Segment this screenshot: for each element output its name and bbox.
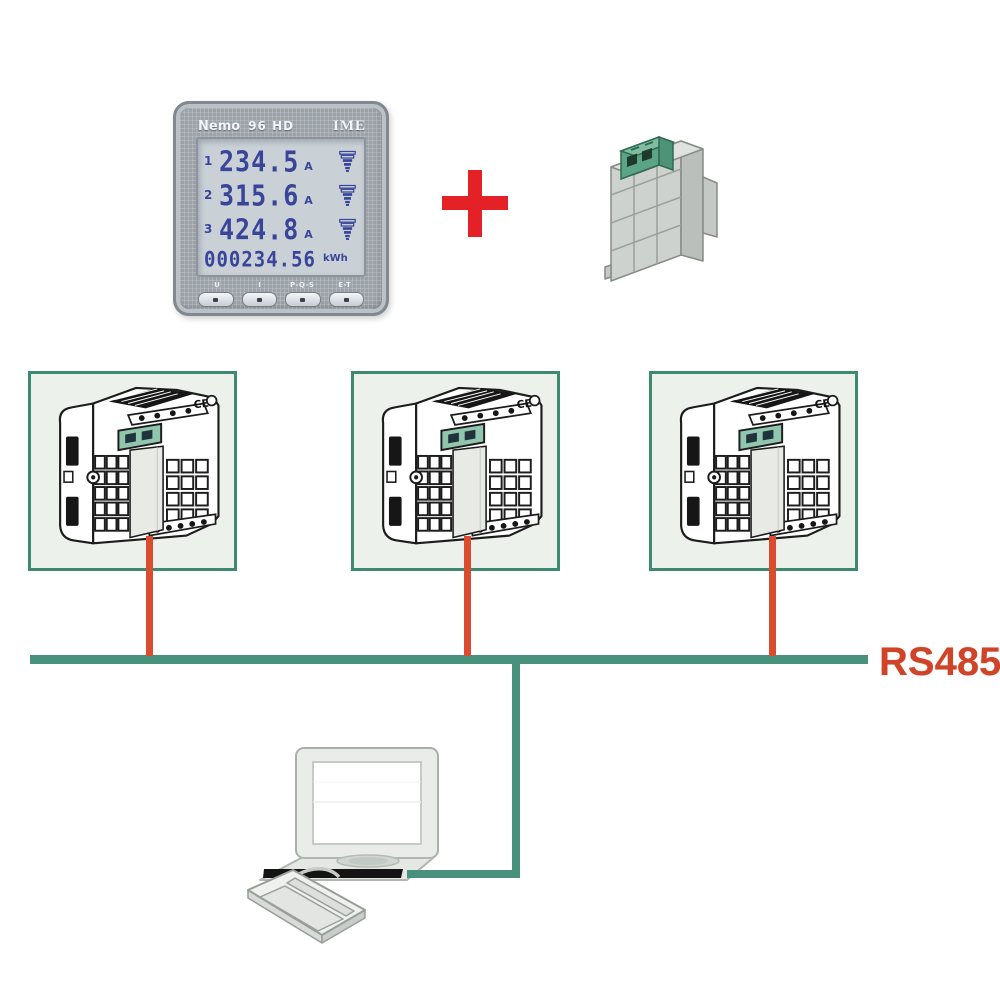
- rs485-bus-label: RS485: [879, 640, 1000, 684]
- lcd-row-phase2: 2 315.6 A: [204, 178, 356, 212]
- rs485-drop-line-1: [146, 536, 153, 656]
- phase-current-value: 424.8: [219, 212, 300, 246]
- lcd-row-phase1: 1 234.5 A: [204, 144, 356, 178]
- phase-number: 2: [204, 188, 213, 202]
- meter-brand-logo: IME: [333, 117, 366, 134]
- nemo-96hd-meter: Nemo 96 HD IME 1 234.5 A 2 315.6 A 3 424…: [173, 101, 389, 316]
- meter-lcd-display: 1 234.5 A 2 315.6 A 3 424.8 A 000234.56 …: [196, 137, 366, 277]
- meter-button-i: [241, 292, 277, 307]
- phase-number: 1: [204, 154, 213, 168]
- button-mark-icon: [213, 297, 219, 302]
- load-bar-icon: [339, 218, 356, 241]
- meter-button-u: [198, 292, 234, 307]
- meter-title-bar: Nemo 96 HD IME: [198, 117, 366, 135]
- keyboard-cable: [296, 867, 341, 879]
- meter-rear-illustration: [354, 374, 557, 568]
- button-label-i: I: [258, 281, 262, 289]
- pc-connection-line-vertical: [512, 664, 520, 878]
- button-label-et: E-T: [338, 281, 352, 289]
- pc-illustration: [247, 747, 439, 944]
- device-box-2: [351, 371, 560, 571]
- plus-horizontal-bar: [442, 196, 508, 210]
- lcd-energy-row: 000234.56 kWh: [204, 247, 356, 273]
- energy-counter-value: 000234.56: [204, 247, 316, 273]
- device-box-3: [649, 371, 858, 571]
- meter-model: Nemo: [198, 118, 241, 134]
- meter-button-et: [328, 292, 364, 307]
- phase-current-unit: A: [304, 228, 313, 241]
- device-box-1: [28, 371, 237, 571]
- meter-button-pqs: [285, 292, 321, 307]
- load-bar-icon: [339, 150, 356, 173]
- phase-current-value: 315.6: [219, 178, 300, 212]
- meter-button-labels: U I P-Q-S E-T: [196, 281, 366, 289]
- meter-rear-illustration: [652, 374, 855, 568]
- button-label-u: U: [214, 281, 221, 289]
- lcd-row-phase3: 3 424.8 A: [204, 212, 356, 246]
- monitor: [259, 747, 439, 881]
- phase-current-value: 234.5: [219, 144, 300, 178]
- button-mark-icon: [343, 297, 349, 302]
- meter-model-variant: 96 HD: [248, 119, 295, 133]
- energy-counter-unit: kWh: [322, 252, 348, 264]
- rs485-bus-line: [30, 655, 868, 664]
- phase-current-unit: A: [304, 194, 313, 207]
- rs485-module-illustration: [604, 135, 718, 282]
- button-mark-icon: [256, 297, 262, 302]
- module-green-terminal: [618, 135, 676, 181]
- rs485-drop-line-2: [464, 536, 471, 656]
- pc-connection-line-horizontal: [407, 870, 520, 878]
- phase-number: 3: [204, 222, 213, 236]
- load-bar-icon: [339, 184, 356, 207]
- rs485-drop-line-3: [769, 536, 776, 656]
- phase-current-unit: A: [304, 160, 313, 173]
- keyboard: [247, 869, 366, 944]
- meter-button-row: [198, 292, 364, 307]
- button-mark-icon: [300, 297, 306, 302]
- meter-rear-illustration: [31, 374, 234, 568]
- button-label-pqs: P-Q-S: [290, 281, 315, 289]
